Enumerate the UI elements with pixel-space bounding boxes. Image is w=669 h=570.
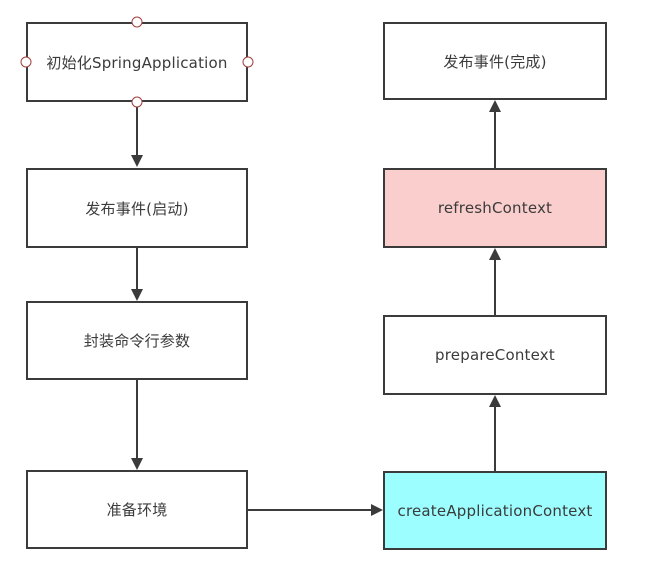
connection-handle-top[interactable] bbox=[131, 16, 143, 28]
connection-handle-bottom[interactable] bbox=[131, 96, 143, 108]
node-prepare-context[interactable]: prepareContext bbox=[383, 315, 607, 395]
node-label-prepare-context: prepareContext bbox=[435, 346, 555, 364]
node-label-create-application-context: createApplicationContext bbox=[397, 501, 593, 520]
node-wrap-command-line-args[interactable]: 封装命令行参数 bbox=[26, 301, 248, 380]
node-label-publish-event-complete: 发布事件(完成) bbox=[443, 52, 547, 71]
node-label-publish-event-start: 发布事件(启动) bbox=[85, 199, 189, 218]
node-label-refresh-context: refreshContext bbox=[437, 199, 553, 217]
node-publish-event-complete[interactable]: 发布事件(完成) bbox=[383, 22, 607, 100]
node-label-prepare-environment: 准备环境 bbox=[106, 501, 168, 519]
connection-handle-right[interactable] bbox=[242, 56, 254, 68]
connection-handle-left[interactable] bbox=[20, 56, 32, 68]
node-init-spring-application[interactable]: 初始化SpringApplication bbox=[26, 22, 248, 102]
node-label-wrap-command-line-args: 封装命令行参数 bbox=[83, 332, 191, 350]
node-refresh-context[interactable]: refreshContext bbox=[383, 168, 607, 248]
node-label-init-spring-application: 初始化SpringApplication bbox=[46, 53, 228, 72]
node-publish-event-start[interactable]: 发布事件(启动) bbox=[26, 168, 248, 248]
node-prepare-environment[interactable]: 准备环境 bbox=[26, 470, 248, 549]
node-create-application-context[interactable]: createApplicationContext bbox=[383, 471, 607, 550]
